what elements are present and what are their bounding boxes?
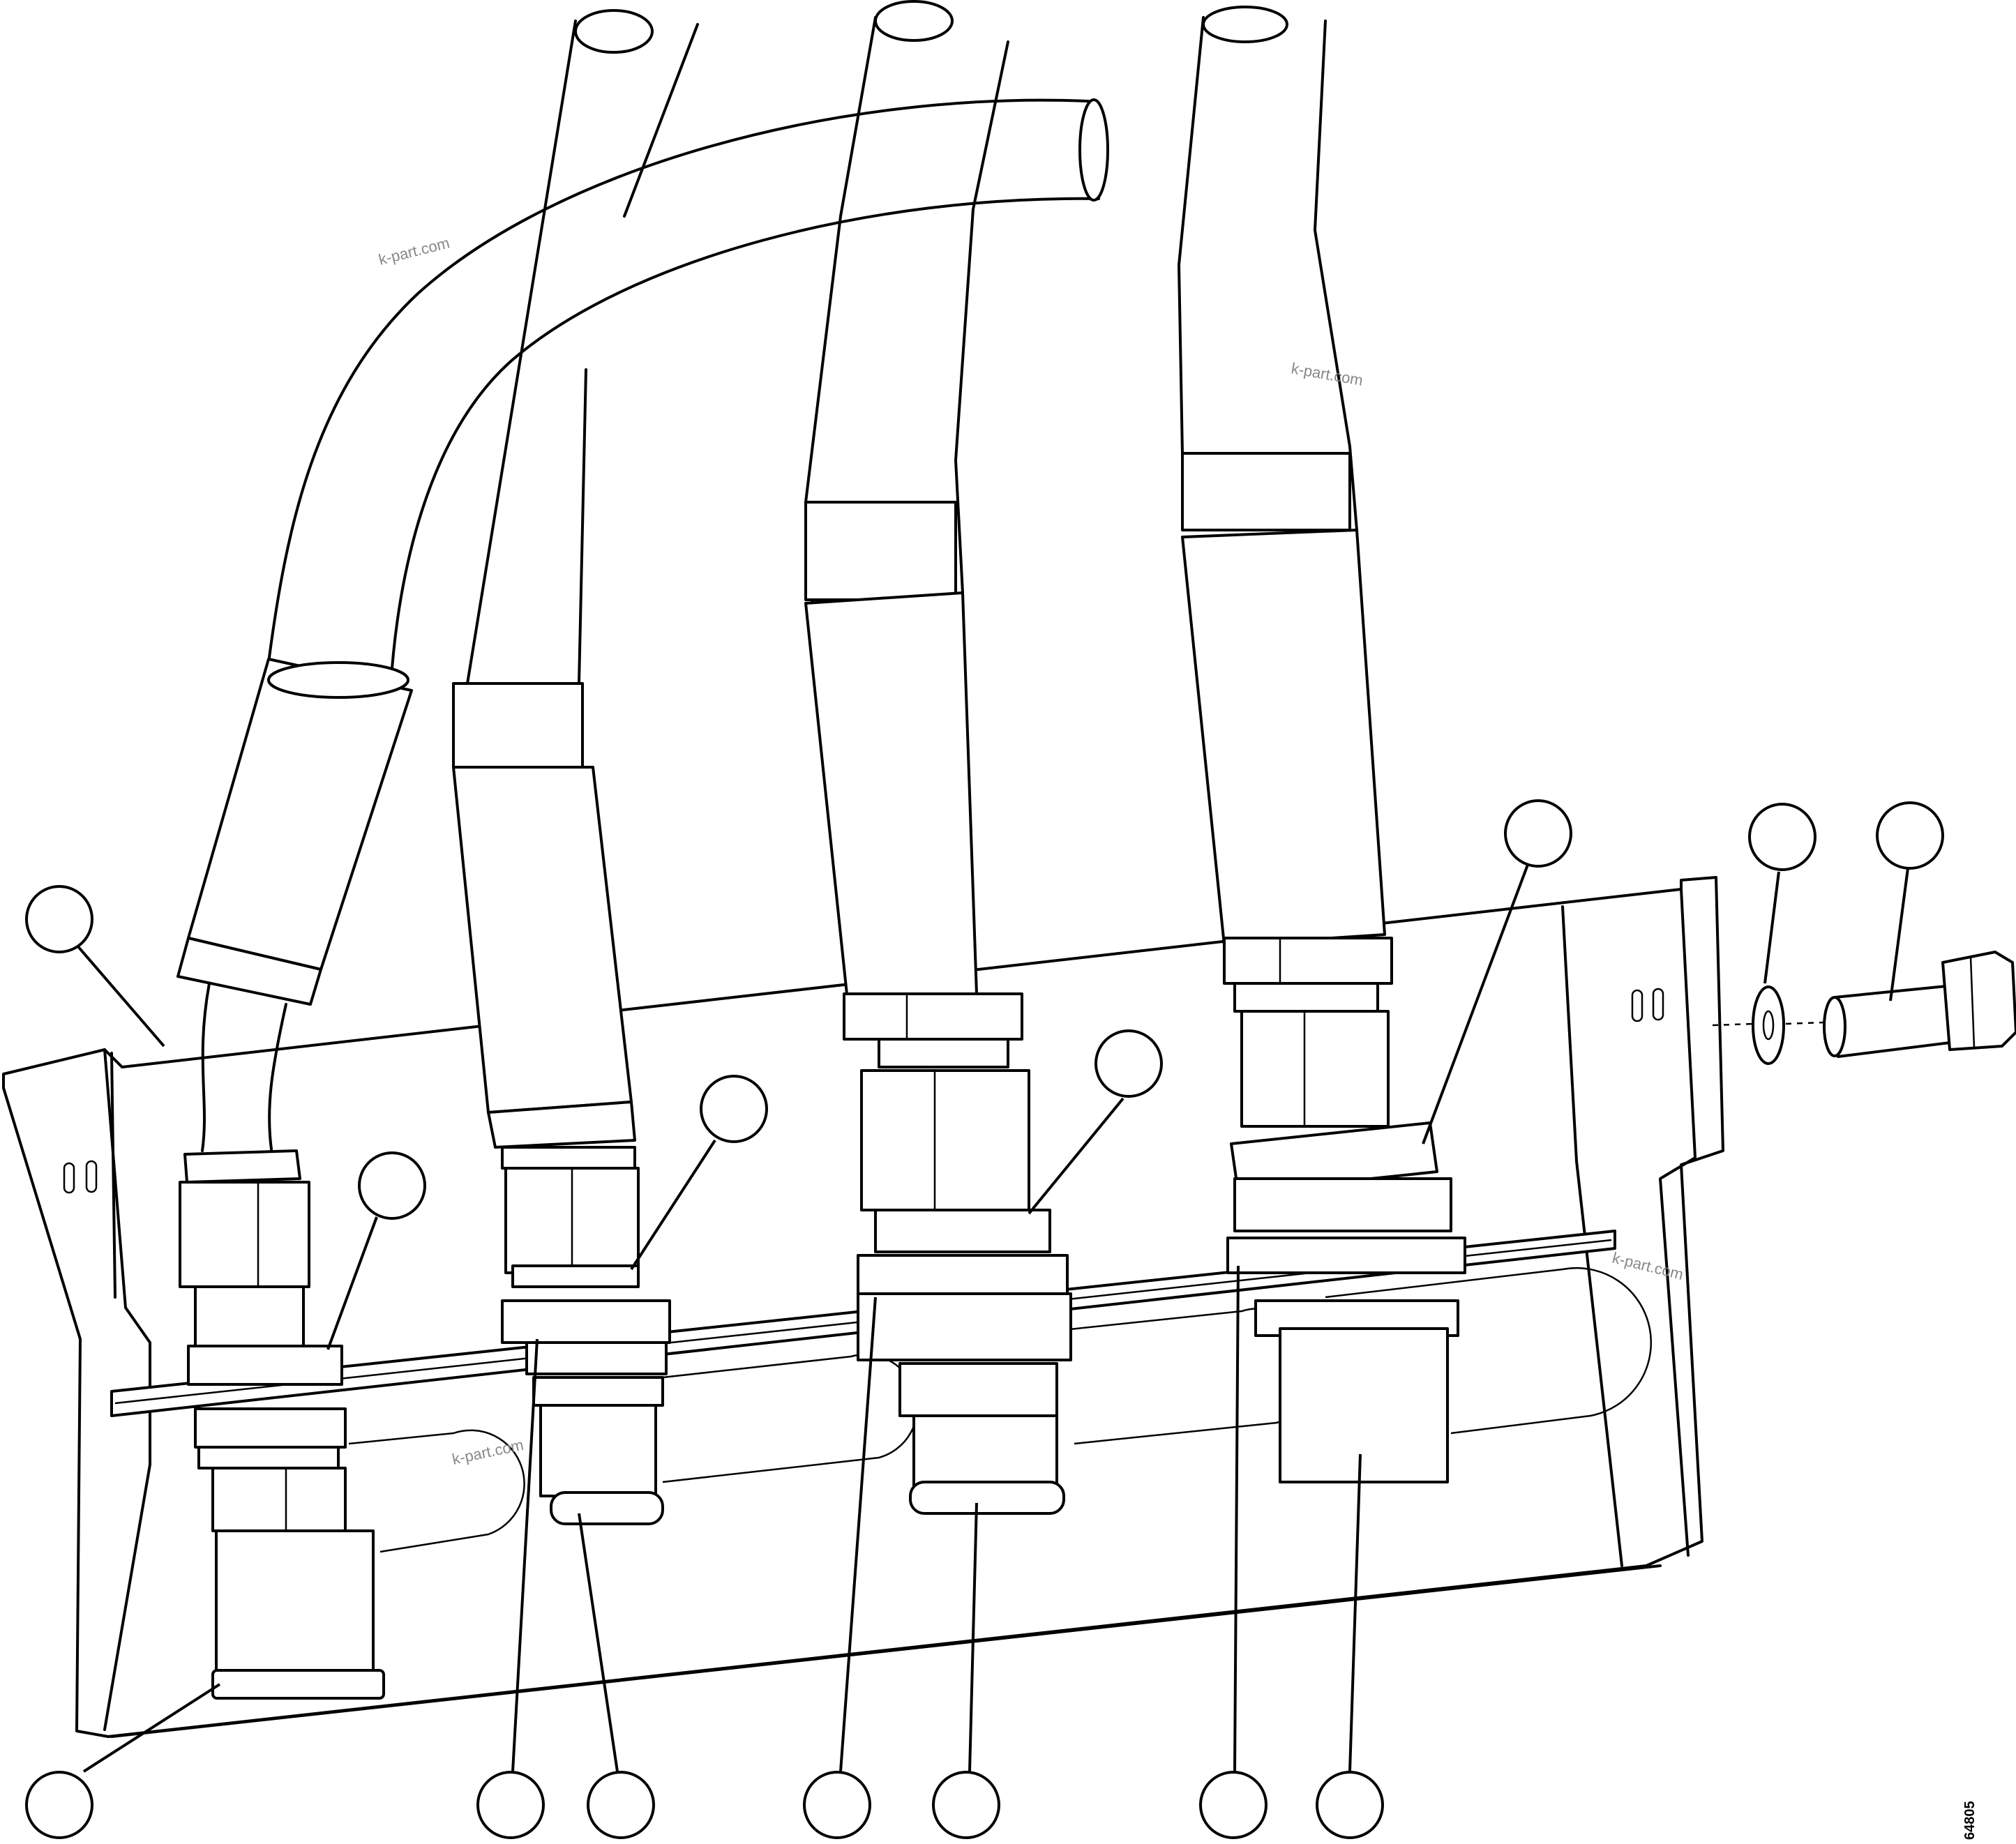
callout-7 [1876,801,1944,870]
hose-4 [1178,6,1466,1483]
hose-1 [176,98,1109,1700]
callout-4 [1094,1029,1163,1098]
callout-1 [25,885,93,953]
callout-11 [803,1771,871,1839]
callout-10 [587,1771,655,1839]
callout-14 [1316,1771,1384,1839]
hose-2 [452,9,699,1525]
figure-code: 64805 [1962,1801,1978,1840]
hose-3 [804,0,1072,1515]
watermark-1: k-part.com [377,234,451,268]
callout-13 [1199,1771,1267,1839]
callout-2 [358,1151,426,1220]
callout-8 [25,1771,93,1839]
callout-5 [1504,799,1572,868]
washer [1752,985,1785,1065]
callouts [25,799,1944,1839]
callout-3 [700,1075,768,1143]
callout-9 [476,1771,545,1839]
callout-6 [1748,803,1816,871]
watermark-2: k-part.com [1290,359,1364,389]
bolt [1712,951,2016,1058]
leader-lines [75,864,1909,1773]
callout-12 [932,1771,1000,1839]
